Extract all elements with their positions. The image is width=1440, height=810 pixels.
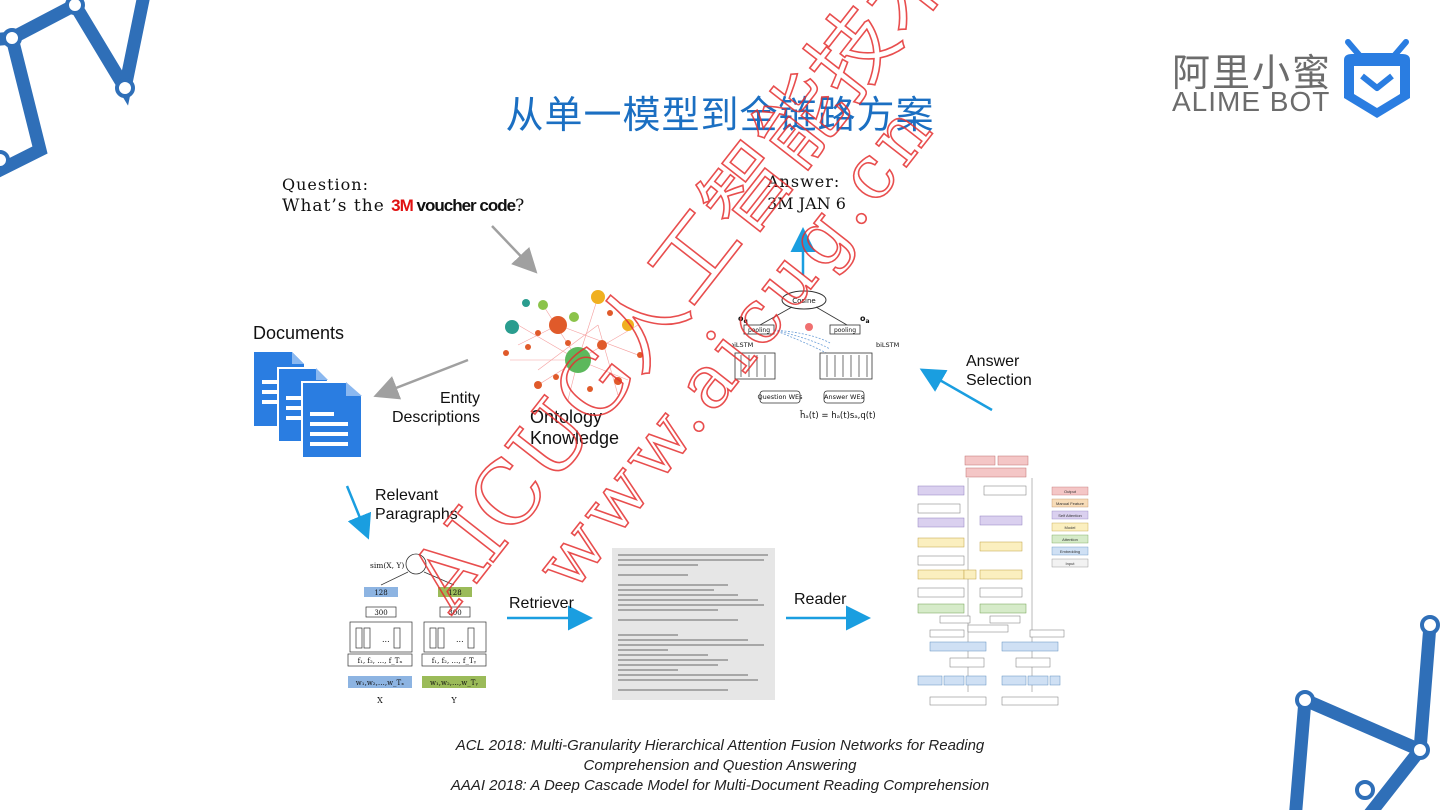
selection-cosine-text: Cosine xyxy=(792,297,816,305)
relevant-paragraphs-line-1: Relevant xyxy=(375,486,458,505)
answer-selection-line-1: Answer xyxy=(966,352,1032,371)
entity-descriptions-line-1: Entity xyxy=(388,389,480,408)
citation-line-1: ACL 2018: Multi-Granularity Hierarchical… xyxy=(0,736,1440,756)
retrieved-paragraph-thumbnail xyxy=(612,548,775,700)
reader-legend: Output Manual Feature Self Attention Mod… xyxy=(1052,487,1088,567)
reader-legend-attention: Attention xyxy=(1062,537,1078,542)
citation-line-2: Comprehension and Question Answering xyxy=(0,756,1440,776)
citation-line-3: AAAI 2018: A Deep Cascade Model for Mult… xyxy=(0,776,1440,796)
retriever-model-diagram: sim(X, Y) 128 128 300 300 ... ... f₁, f₂… xyxy=(344,548,494,708)
reader-legend-embedding: Embedding xyxy=(1060,549,1080,554)
selection-pooling-a-text: pooling xyxy=(834,327,856,334)
selection-pooling-q-text: pooling xyxy=(748,327,770,334)
retriever-feat-y-text: f₁, f₂, …, f_Tᵧ xyxy=(432,657,477,665)
selection-question-wes-text: Question WEs xyxy=(757,393,803,401)
retriever-words-y-text: w₁,w₂,…,w_Tᵧ xyxy=(430,679,478,687)
relevant-paragraphs-line-2: Paragraphs xyxy=(375,505,458,524)
documents-label: Documents xyxy=(253,323,344,344)
selection-oq-text: oq xyxy=(738,314,748,325)
entity-descriptions-label: Entity Descriptions xyxy=(388,389,480,427)
reader-legend-self-attention: Self Attention xyxy=(1058,513,1082,518)
answer-selection-line-2: Selection xyxy=(966,371,1032,390)
answer-selection-label: Answer Selection xyxy=(966,352,1032,390)
retriever-ellipsis-x-text: ... xyxy=(382,635,390,644)
retriever-x-text: X xyxy=(377,696,383,705)
selection-oa-text: oa xyxy=(860,314,870,325)
reader-legend-output: Output xyxy=(1064,489,1077,494)
relevant-paragraphs-label: Relevant Paragraphs xyxy=(375,486,458,524)
retriever-ellipsis-y-text: ... xyxy=(456,635,464,644)
retriever-label: Retriever xyxy=(509,594,574,613)
answer-selection-model-diagram: Cosine oq oa pooling pooling biLSTM biLS… xyxy=(732,285,902,425)
selection-answer-wes-text: Answer WEs xyxy=(824,393,865,401)
reader-label: Reader xyxy=(794,590,846,609)
retriever-words-x-text: w₁,w₂,…,w_Tₓ xyxy=(356,679,404,687)
entity-descriptions-line-2: Descriptions xyxy=(388,408,480,427)
retriever-128-x-text: 128 xyxy=(374,589,387,597)
documents-icon xyxy=(252,352,366,460)
retriever-300-x-text: 300 xyxy=(374,609,387,617)
selection-formula-text: h̄ₐ(t) = hₐ(t)sₐ,q(t) xyxy=(799,409,875,421)
ontology-line-1: Ontology xyxy=(530,407,619,428)
retriever-feat-x-text: f₁, f₂, …, f_Tₓ xyxy=(358,657,403,665)
retriever-sim-text: sim(X, Y) xyxy=(370,561,404,570)
reader-model-diagram: Output Manual Feature Self Attention Mod… xyxy=(910,452,1092,710)
ontology-line-2: Knowledge xyxy=(530,428,619,449)
retriever-300-y-text: 300 xyxy=(448,609,461,617)
selection-bilstm-a-text: biLSTM xyxy=(876,341,899,349)
arrow-documents-to-retriever xyxy=(347,486,367,535)
reader-legend-input: Input xyxy=(1066,561,1076,566)
arrow-question-to-ontology xyxy=(492,226,534,270)
retriever-128-y-text: 128 xyxy=(448,589,461,597)
selection-bilstm-q-text: biLSTM xyxy=(732,341,753,349)
retriever-y-text: Y xyxy=(450,696,457,705)
reader-legend-model: Model xyxy=(1065,525,1076,530)
ontology-knowledge-graph xyxy=(498,285,650,405)
ontology-knowledge-label: Ontology Knowledge xyxy=(530,407,619,449)
reader-legend-manual-feature: Manual Feature xyxy=(1056,501,1085,506)
